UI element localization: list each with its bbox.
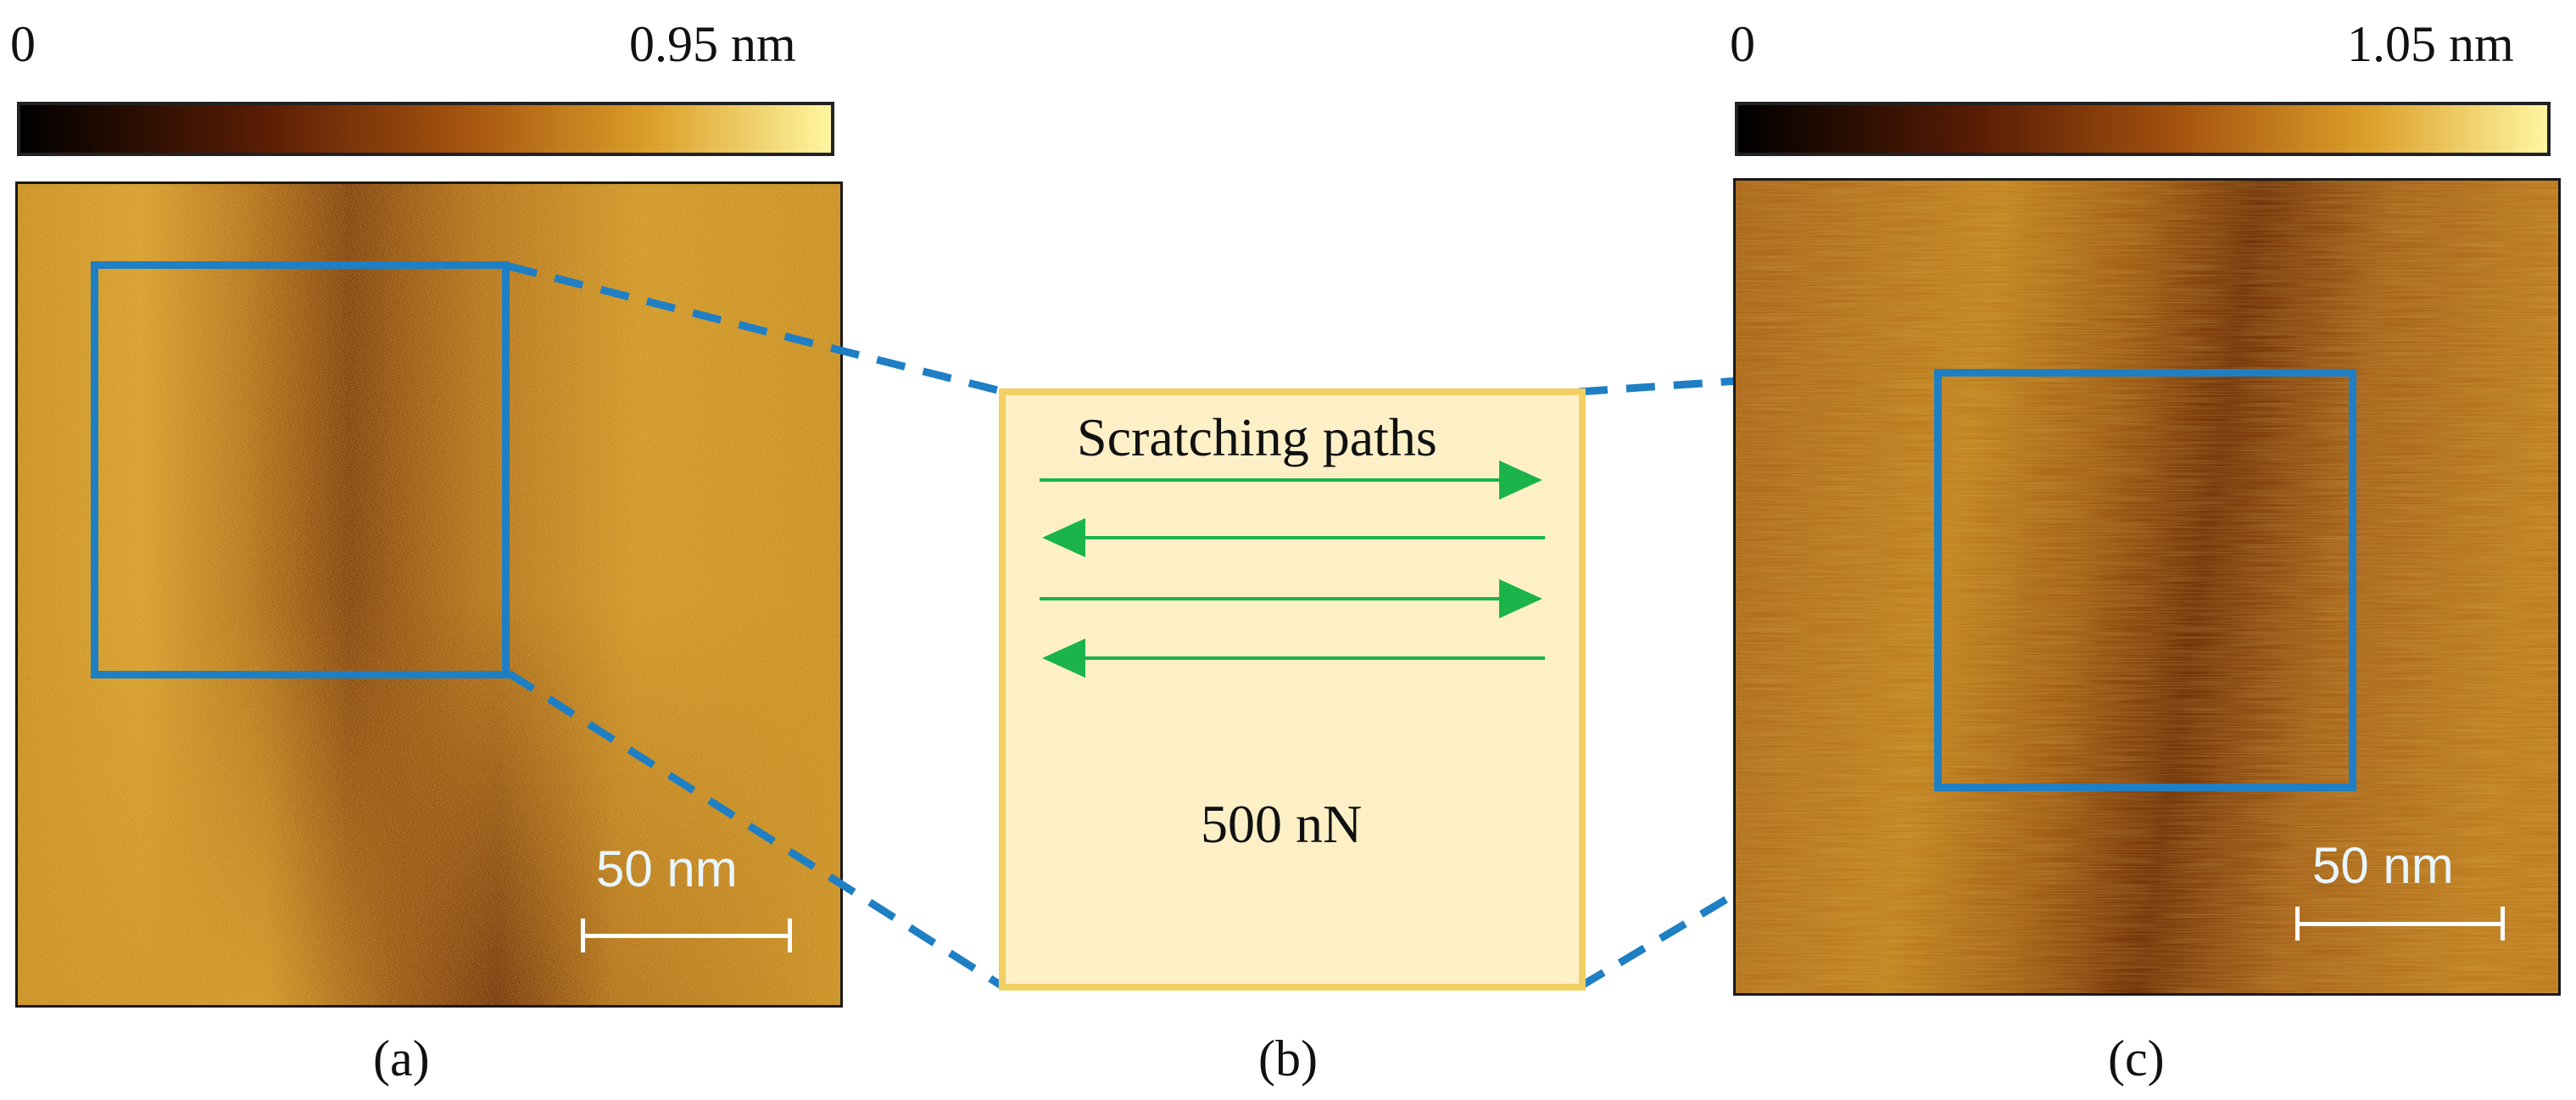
colorbar-c	[1735, 102, 2551, 156]
scratch-schematic: Scratching paths 500 nN	[999, 388, 1586, 991]
scratch-arrows	[1040, 460, 1545, 678]
colorbar-c-max-label: 1.05 nm	[2347, 16, 2514, 72]
scale-bar-c-tick-right	[2501, 907, 2505, 941]
connector-a-bottom	[506, 670, 1006, 991]
colorbar-a-max-label: 0.95 nm	[629, 16, 796, 72]
scale-bar-a-tick-left	[581, 919, 585, 952]
scale-bar-a	[583, 934, 791, 938]
scale-bar-a-tick-right	[788, 919, 792, 952]
caption-a: (a)	[373, 1030, 430, 1086]
afm-image-a-texture	[18, 184, 840, 1005]
caption-c: (c)	[2108, 1030, 2165, 1086]
scale-bar-c-label: 50 nm	[2312, 837, 2454, 894]
arrow-head-3	[1499, 578, 1542, 619]
caption-b: (b)	[1258, 1030, 1318, 1086]
highlight-box-c	[1934, 369, 2356, 791]
scratch-load-label: 500 nN	[1201, 794, 1363, 854]
colorbar-a	[17, 102, 834, 156]
scratch-paths-title: Scratching paths	[1077, 407, 1437, 467]
afm-image-c-texture	[1736, 181, 2558, 993]
colorbar-c-min-label: 0	[1730, 16, 1755, 72]
arrow-head-4	[1042, 638, 1085, 678]
arrow-head-1	[1499, 460, 1542, 500]
afm-image-a: 50 nm	[15, 181, 843, 1008]
colorbar-a-min-label: 0	[10, 16, 36, 72]
afm-image-c: 50 nm	[1733, 178, 2561, 996]
scale-bar-a-label: 50 nm	[596, 840, 738, 897]
scale-bar-c-tick-left	[2295, 907, 2300, 941]
connector-a-top	[507, 262, 1006, 396]
scale-bar-c	[2297, 922, 2504, 926]
arrow-head-2	[1042, 517, 1085, 558]
highlight-box-a	[91, 261, 510, 678]
